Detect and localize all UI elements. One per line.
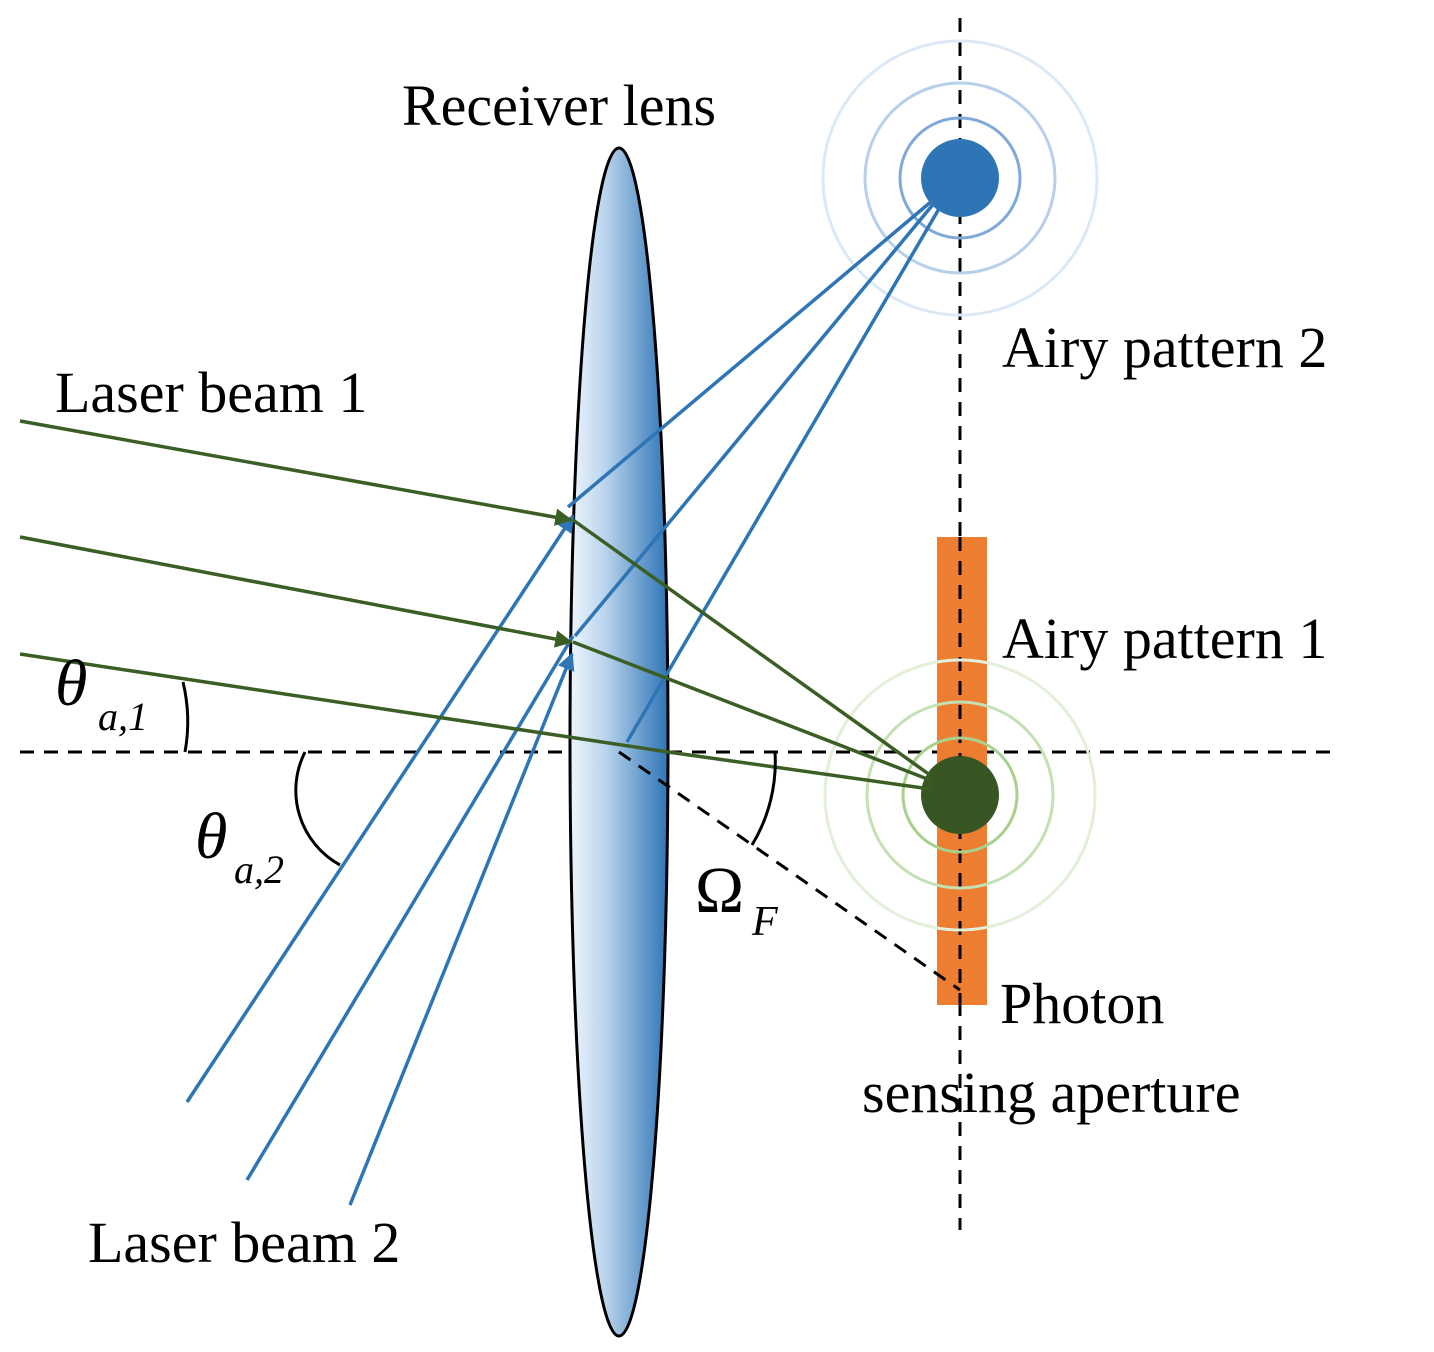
airy-pattern-2-label: Airy pattern 2 — [1002, 315, 1327, 380]
theta-a2-arc — [294, 751, 341, 867]
theta-a2-symbol: θ — [195, 800, 227, 873]
theta-a1-subscript: a,1 — [98, 694, 148, 739]
receiver-lens — [568, 146, 670, 1338]
laser-beam-2-rays — [185, 188, 952, 1206]
laser-beam-1-label: Laser beam 1 — [55, 360, 367, 425]
theta-a2-subscript: a,2 — [234, 847, 284, 892]
laser-beam-2-label: Laser beam 2 — [88, 1210, 400, 1275]
photon-aperture-label-line2: sensing aperture — [862, 1060, 1240, 1125]
airy-pattern-1-label: Airy pattern 1 — [1002, 606, 1327, 671]
airy-pattern-2 — [821, 39, 1099, 317]
omega-f-subscript: F — [751, 899, 778, 945]
laser-beam-1-rays — [19, 419, 932, 791]
omega-f-symbol: Ω — [695, 854, 744, 927]
field-of-view-line — [618, 750, 961, 992]
photon-aperture-label-line1: Photon — [1000, 971, 1164, 1036]
receiver-lens-label: Receiver lens — [402, 73, 716, 138]
theta-a1-arc — [181, 681, 190, 753]
omega-f-arc — [750, 751, 777, 846]
theta-a1-symbol: θ — [55, 647, 87, 720]
airy-pattern-1 — [823, 658, 1097, 932]
